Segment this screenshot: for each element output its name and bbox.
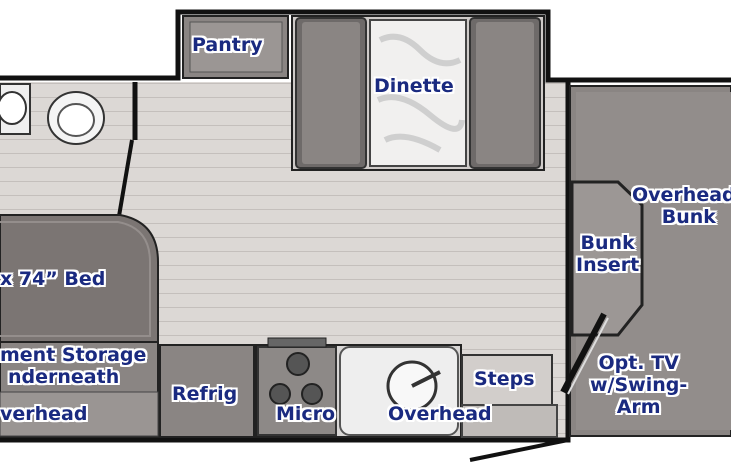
label-tv-line2: w/Swing- <box>590 374 688 396</box>
label-storage: ment Storage nderneath <box>0 344 146 388</box>
refrigerator <box>159 344 255 438</box>
label-pantry: Pantry <box>192 34 263 56</box>
label-overhead-bunk-line1: Overhead <box>632 184 731 206</box>
label-bunk-insert-line2: Insert <box>576 254 640 276</box>
label-overhead-kitchen: Overhead <box>388 403 492 425</box>
label-bed: x 74” Bed <box>0 268 106 290</box>
label-overhead-bunk: Overhead Bunk <box>632 184 731 228</box>
label-storage-line2: nderneath <box>8 366 120 388</box>
entry-steps <box>461 354 553 406</box>
bunk-insert <box>570 180 644 337</box>
entry-door <box>469 438 569 462</box>
label-steps: Steps <box>474 368 535 390</box>
label-overhead-bunk-line2: Bunk <box>661 206 716 228</box>
bathroom-door <box>116 139 134 223</box>
label-dinette: Dinette <box>374 75 454 97</box>
tv-swing-arm <box>560 312 607 394</box>
label-storage-line1: ment Storage <box>0 344 147 366</box>
rear-bed <box>0 214 159 343</box>
label-bed-overhead: verhead <box>0 403 88 425</box>
label-refrig: Refrig <box>172 383 238 405</box>
label-micro: Micro <box>276 403 336 425</box>
label-tv: Opt. TV w/Swing- Arm <box>590 352 687 418</box>
label-tv-line3: Arm <box>616 396 661 418</box>
label-tv-line1: Opt. TV <box>598 352 679 374</box>
label-bunk-insert: Bunk Insert <box>576 232 639 276</box>
label-bunk-insert-line1: Bunk <box>580 232 635 254</box>
